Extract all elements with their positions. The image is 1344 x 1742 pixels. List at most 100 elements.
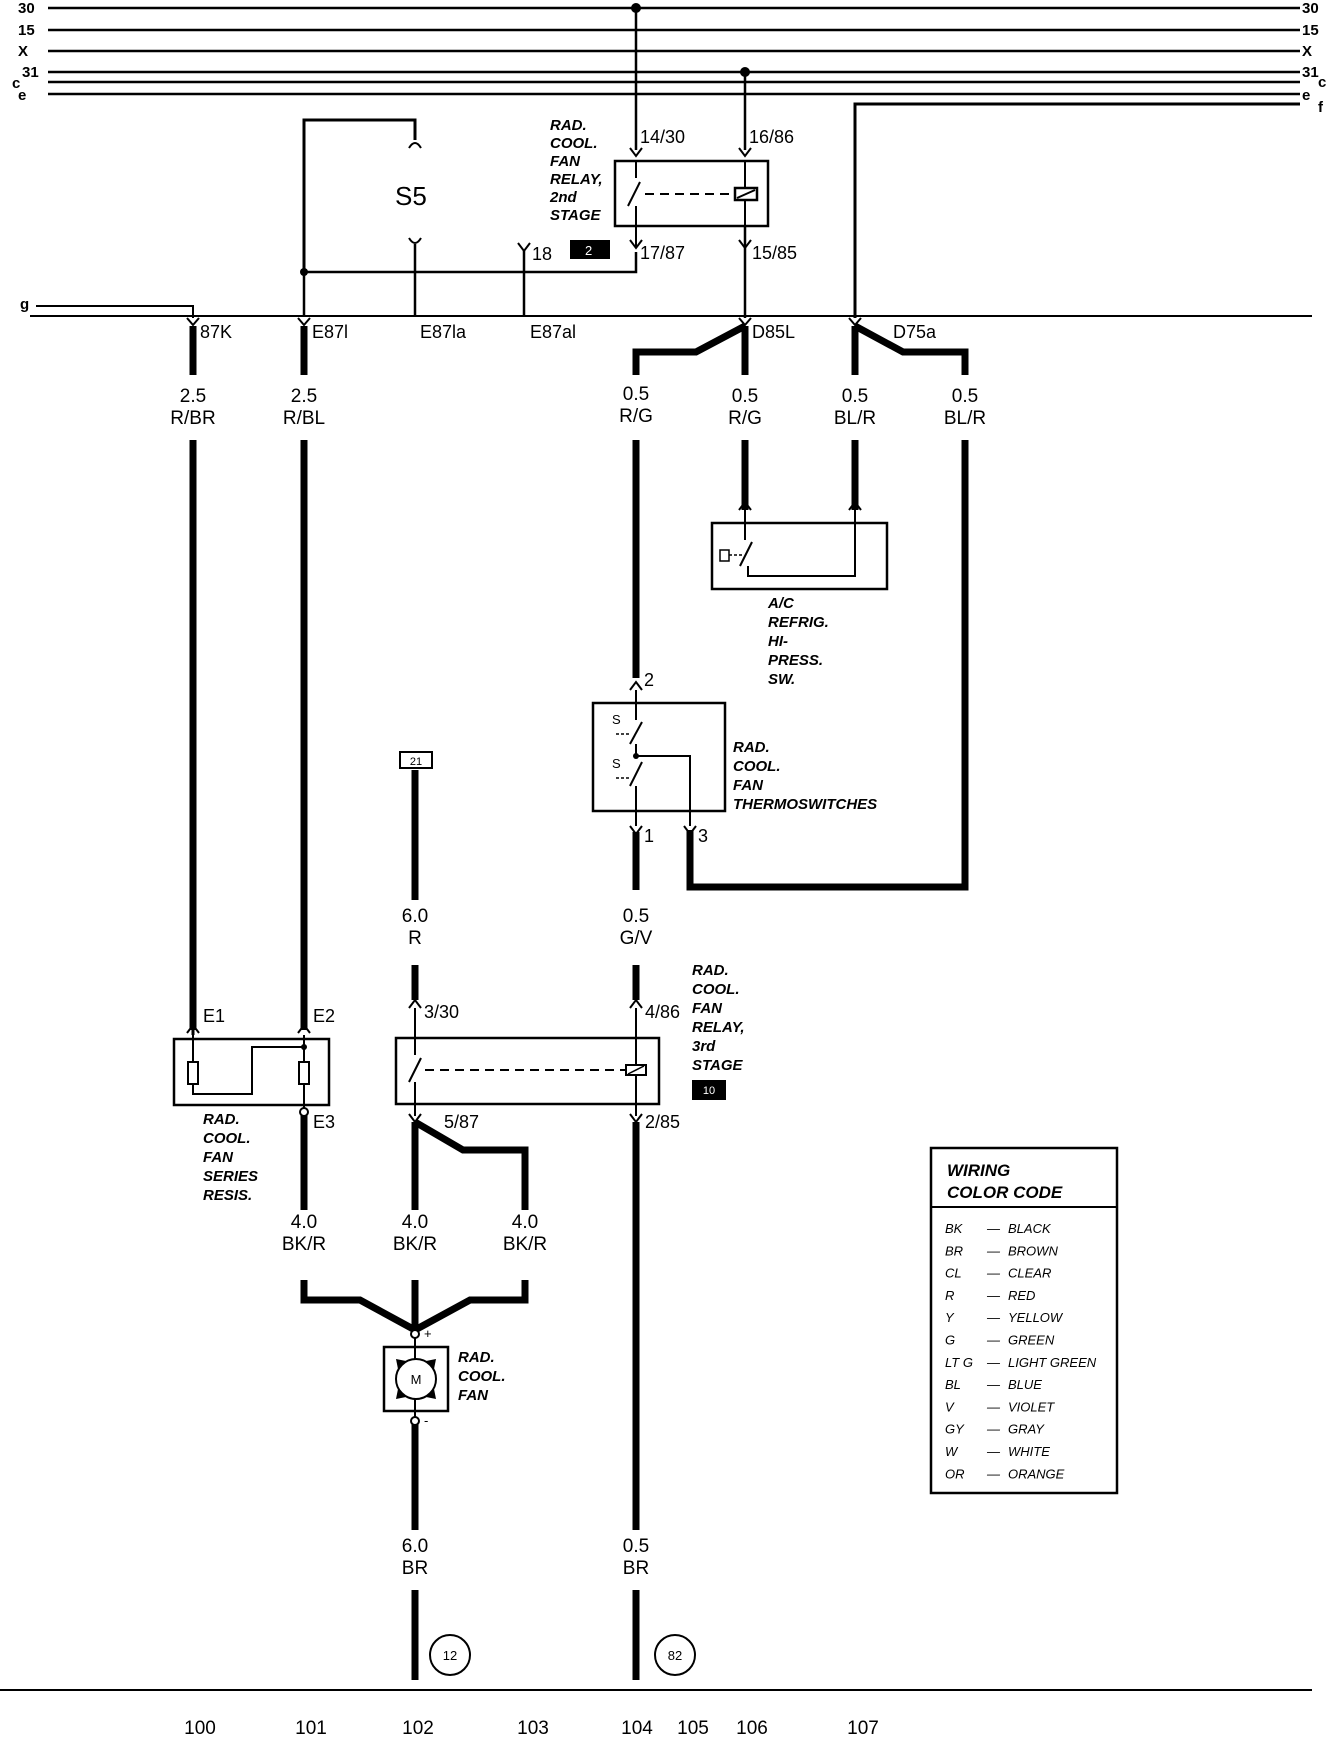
relay2-label: RAD. COOL. FAN RELAY, 2nd STAGE xyxy=(549,117,603,224)
svg-text:COOL.: COOL. xyxy=(458,1368,506,1385)
col-100: 100 xyxy=(184,1718,216,1739)
connector-d85l: D85L xyxy=(752,322,795,342)
legend-color-name: CLEAR xyxy=(1008,1266,1051,1281)
legend-dash: — xyxy=(986,1221,1001,1236)
terminal-18-label: 18 xyxy=(532,244,552,264)
bus-label-right-31: 31 xyxy=(1302,64,1319,81)
relay-3rd-stage: 3/30 4/86 5/87 2/85 RAD. COOL. FAN RELAY… xyxy=(394,962,745,1132)
resistor-terminal-e3: E3 xyxy=(313,1112,335,1132)
relay3-terminal-4-86: 4/86 xyxy=(645,1002,680,1022)
legend-dash: — xyxy=(986,1243,1001,1258)
relay3-terminal-5-87: 5/87 xyxy=(444,1112,479,1132)
wire-e87l-color: R/BL xyxy=(283,408,325,429)
legend-dash: — xyxy=(986,1399,1001,1414)
legend-color-name: BLACK xyxy=(1008,1221,1052,1236)
legend-dash: — xyxy=(986,1310,1001,1325)
svg-text:RELAY,: RELAY, xyxy=(692,1019,745,1036)
legend-code: R xyxy=(945,1288,954,1303)
col-107: 107 xyxy=(847,1718,879,1739)
wire-60br-gauge: 6.0 xyxy=(402,1536,428,1557)
svg-text:FAN: FAN xyxy=(692,1000,723,1017)
connector-87k: 87K xyxy=(200,322,232,342)
svg-text:FAN: FAN xyxy=(733,777,764,794)
svg-text:RAD.: RAD. xyxy=(458,1349,495,1366)
wire-bkr2-gauge: 4.0 xyxy=(402,1212,428,1233)
relay2-terminal-16-86: 16/86 xyxy=(749,127,794,147)
svg-text:RAD.: RAD. xyxy=(203,1111,240,1128)
connector-e87la: E87la xyxy=(420,322,467,342)
bus-label-right-f: f xyxy=(1318,99,1324,116)
legend-code: BR xyxy=(945,1243,963,1258)
wire-60br-color: BR xyxy=(402,1558,428,1579)
legend-title-2: COLOR CODE xyxy=(947,1183,1063,1202)
g-label: g xyxy=(20,296,29,313)
wire-87k-gauge: 2.5 xyxy=(180,386,206,407)
svg-text:THERMOSWITCHES: THERMOSWITCHES xyxy=(733,796,877,813)
legend-code: BL xyxy=(945,1377,961,1392)
legend-color-name: ORANGE xyxy=(1008,1466,1065,1481)
legend-color-name: WHITE xyxy=(1008,1444,1050,1459)
bus-label-31: 31 xyxy=(22,64,39,81)
svg-text:COOL.: COOL. xyxy=(733,758,781,775)
legend-code: LT G xyxy=(945,1355,973,1370)
wire-e87l-gauge: 2.5 xyxy=(291,386,317,407)
legend-dash: — xyxy=(986,1466,1001,1481)
col-102: 102 xyxy=(402,1718,434,1739)
wire-blr2-color: BL/R xyxy=(944,408,986,429)
ac-refrig-hi-press-switch: A/C REFRIG. HI- PRESS. SW. xyxy=(710,500,889,688)
wire-blr2-gauge: 0.5 xyxy=(952,386,978,407)
column-numbers: 100 101 102 103 104 105 106 107 xyxy=(184,1718,879,1739)
relay-2nd-stage: 14/30 16/86 17/87 15/85 RAD. COOL. FAN R… xyxy=(549,3,797,318)
bus-label-right-c: c xyxy=(1318,74,1326,91)
wire-blr1-gauge: 0.5 xyxy=(842,386,868,407)
thermo-terminal-3: 3 xyxy=(698,826,708,846)
s5-component: S5 xyxy=(302,118,427,316)
col-104: 104 xyxy=(621,1718,653,1739)
svg-text:SERIES: SERIES xyxy=(203,1168,258,1185)
col-103: 103 xyxy=(517,1718,549,1739)
svg-text:RAD.: RAD. xyxy=(550,117,587,134)
svg-text:A/C: A/C xyxy=(767,595,795,612)
rad-cool-fan-series-resistor: E1 E2 E3 RAD. COOL. FAN SERIES RESIS. xyxy=(172,1006,335,1204)
resistor-label: RAD. COOL. FAN SERIES RESIS. xyxy=(203,1111,258,1204)
relay3-badge-box xyxy=(692,1080,726,1100)
legend-code: GY xyxy=(945,1422,965,1437)
connector-e87l: E87l xyxy=(312,322,348,342)
bus-label-e: e xyxy=(18,87,26,104)
legend-color-name: BROWN xyxy=(1008,1243,1058,1258)
reference-21-label: 21 xyxy=(410,756,422,768)
bus-label-c: c xyxy=(12,75,20,92)
ground-refs: 12 82 xyxy=(429,1634,696,1676)
connector-labels: 87K E87l E87la E87al D85L D75a xyxy=(200,322,937,342)
wire-rg1-gauge: 0.5 xyxy=(623,384,649,405)
svg-text:RESIS.: RESIS. xyxy=(203,1187,252,1204)
wire-rg1-color: R/G xyxy=(619,406,653,427)
wire-05br-gauge: 0.5 xyxy=(623,1536,649,1557)
wire-bkr3-color: BK/R xyxy=(503,1234,547,1255)
legend-color-name: GREEN xyxy=(1008,1333,1055,1348)
legend-code: W xyxy=(945,1444,959,1459)
wire-blr1-color: BL/R xyxy=(834,408,876,429)
wire-bkr1-color: BK/R xyxy=(282,1234,326,1255)
rad-cool-fan-motor: + M - RAD. COOL. FAN xyxy=(382,1326,506,1428)
svg-text:RAD.: RAD. xyxy=(692,962,729,979)
col-106: 106 xyxy=(736,1718,768,1739)
svg-text:STAGE: STAGE xyxy=(550,207,602,224)
thermo-terminal-1: 1 xyxy=(644,826,654,846)
relay3-label: RAD. COOL. FAN RELAY, 3rd STAGE xyxy=(692,962,745,1074)
connector-e87al: E87al xyxy=(530,322,576,342)
terminal-18: 18 xyxy=(517,242,552,316)
bus-label-right-15: 15 xyxy=(1302,22,1319,39)
thermo-terminal-2: 2 xyxy=(644,670,654,690)
legend-code: OR xyxy=(945,1466,965,1481)
svg-text:HI-: HI- xyxy=(768,633,788,650)
svg-text:RAD.: RAD. xyxy=(733,739,770,756)
relay3-terminal-2-85: 2/85 xyxy=(645,1112,680,1132)
col-101: 101 xyxy=(295,1718,327,1739)
wire-rg2-color: R/G xyxy=(728,408,762,429)
legend-color-name: GRAY xyxy=(1008,1422,1045,1437)
wire-87k-color: R/BR xyxy=(170,408,215,429)
thermo-s-mark-2: S xyxy=(612,756,621,771)
relay3-terminal-3-30: 3/30 xyxy=(424,1002,459,1022)
